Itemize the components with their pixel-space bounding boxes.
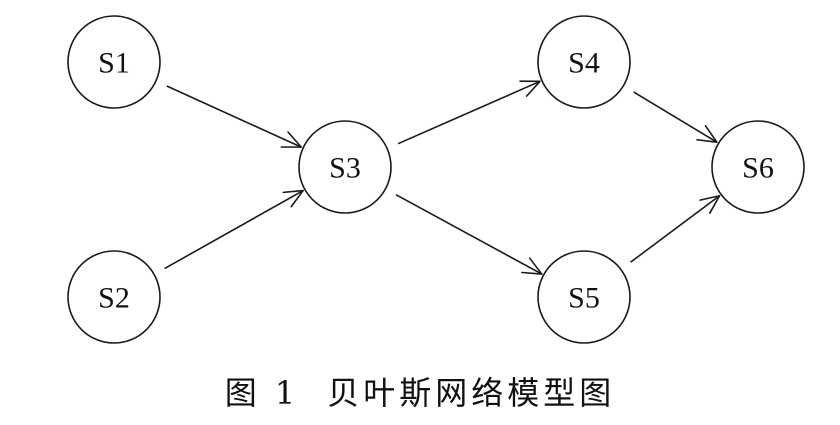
figure-title: 贝叶斯网络模型图	[327, 374, 616, 412]
edge-line	[633, 91, 718, 143]
node-s4: S4	[537, 15, 631, 109]
node-circle	[67, 15, 161, 109]
edge-s4-s6	[633, 91, 718, 144]
figure-number: 图 1	[224, 374, 300, 412]
node-label: S1	[98, 47, 130, 80]
node-circle	[537, 15, 631, 109]
arrow-head-icon	[519, 80, 541, 97]
node-label: S5	[568, 282, 600, 315]
edge-s5-s6	[629, 194, 721, 263]
node-s5: S5	[537, 250, 631, 344]
arrow-head-icon	[521, 257, 543, 275]
node-label: S2	[98, 282, 130, 315]
node-circle	[67, 250, 161, 344]
edge-s3-s4	[397, 80, 541, 145]
edge-s1-s3	[166, 85, 303, 148]
edge-line	[629, 195, 721, 263]
edge-line	[395, 194, 543, 275]
node-circle	[298, 120, 392, 214]
edge-line	[397, 80, 541, 145]
arrow-head-icon	[282, 189, 304, 208]
edge-s2-s3	[164, 189, 304, 270]
figure-caption: 图 1 贝叶斯网络模型图	[0, 366, 840, 416]
node-s6: S6	[711, 120, 805, 214]
node-label: S4	[568, 47, 600, 80]
node-circle	[537, 250, 631, 344]
edge-line	[166, 85, 302, 148]
node-label: S3	[329, 152, 361, 185]
node-s2: S2	[67, 250, 161, 344]
node-circle	[711, 120, 805, 214]
arrow-head-icon	[696, 124, 718, 144]
edge-s3-s5	[395, 194, 543, 275]
node-label: S6	[742, 152, 774, 185]
arrow-head-icon	[280, 131, 303, 148]
arrow-head-icon	[699, 194, 721, 214]
node-s3: S3	[298, 120, 392, 214]
edges-layer	[164, 80, 721, 275]
edge-line	[164, 189, 304, 270]
node-s1: S1	[67, 15, 161, 109]
